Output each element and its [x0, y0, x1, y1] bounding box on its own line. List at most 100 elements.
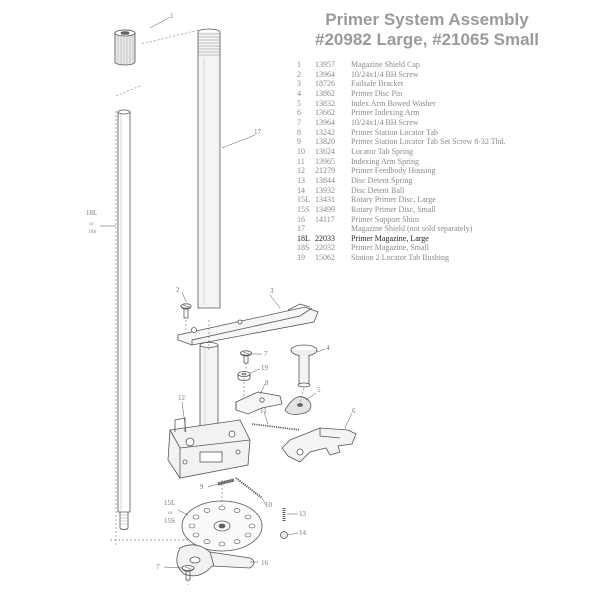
bh-screw-upper	[180, 303, 192, 319]
part-sku: 13964	[315, 69, 335, 79]
part-sku: 13242	[315, 127, 335, 137]
part-description: Primer Station Locator Tab	[351, 127, 439, 137]
callout-1: 1	[170, 12, 174, 20]
part-number-index: 7	[297, 117, 301, 127]
primer-indexing-arm	[281, 427, 357, 463]
part-sku: 13832	[315, 98, 335, 108]
locator-tab-spring	[235, 477, 263, 499]
part-number-index: 10	[297, 146, 305, 156]
primer-disc-hole	[192, 514, 200, 520]
failsafe-bracket	[177, 303, 319, 346]
part-number-index: 2	[297, 69, 301, 79]
part-sku: 13957	[315, 60, 335, 69]
callout-15-or: or	[168, 510, 173, 516]
part-number-index: 8	[297, 127, 301, 137]
primer-disc-pin	[290, 344, 318, 388]
part-sku: 13499	[315, 204, 335, 214]
parts-list-row: 17 Magazine Shield (not sold separately)	[297, 224, 506, 234]
primer-disc-hole	[233, 539, 241, 544]
primer-disc-hole	[192, 532, 200, 538]
part-number-index: 15L	[297, 195, 310, 205]
primer-disc-hole	[244, 532, 252, 538]
primer-disc-hole	[248, 523, 256, 529]
part-description: Locator Tab Spring	[351, 146, 413, 156]
callout-16: 16	[261, 559, 269, 567]
part-sku: 18726	[315, 79, 335, 89]
callout-7-lower: 7	[156, 563, 160, 571]
part-sku: 13624	[315, 146, 335, 156]
primer-disc-hole	[233, 508, 241, 513]
callout-2: 2	[176, 286, 180, 294]
index-arm-bowed-washer	[284, 396, 312, 415]
callout-12: 12	[178, 394, 186, 402]
primer-disc-hole	[244, 514, 252, 520]
part-sku: 13964	[315, 117, 335, 127]
locator-tab-bushing	[237, 371, 251, 381]
part-sku: 22032	[315, 243, 335, 253]
part-number-index: 12	[297, 166, 305, 176]
primer-magazine-tube	[117, 109, 131, 530]
part-description: Primer Magazine, Large	[351, 233, 429, 243]
callout-6: 6	[352, 407, 356, 415]
parts-list-row: 8 13242 Primer Station Locator Tab	[297, 128, 506, 138]
title-line-2: #20982 Large, #21065 Small	[315, 30, 539, 49]
primer-disc-hole	[218, 541, 226, 547]
part-description: Disc Detent Ball	[351, 185, 405, 195]
part-description: Primer Magazine, Small	[351, 243, 429, 253]
indexing-arm-spring	[251, 423, 301, 431]
locator-tab-set-screw	[217, 478, 235, 486]
bh-screw-mid	[240, 350, 252, 364]
callout-8: 8	[265, 379, 269, 387]
part-number-index: 17	[297, 224, 305, 234]
callout-9: 9	[200, 483, 204, 491]
magazine-shield	[197, 28, 221, 309]
callout-18s: 18S	[88, 229, 97, 235]
part-sku: 13844	[315, 175, 335, 185]
callout-14: 14	[299, 529, 307, 537]
callout-19: 19	[261, 364, 269, 372]
part-description: Primer Feedbody Housing	[351, 166, 436, 176]
callout-15s: 15S	[164, 517, 175, 525]
callout-13: 13	[299, 510, 307, 518]
part-sku: 22033	[315, 233, 335, 243]
callout-4: 4	[326, 344, 330, 352]
part-sku: 13932	[315, 185, 335, 195]
part-number-index: 16	[297, 214, 305, 224]
part-description: Magazine Shield Cap	[351, 60, 420, 69]
part-description: Magazine Shield (not sold separately)	[351, 224, 473, 234]
callout-7-upper: 7	[264, 350, 268, 358]
part-number-index: 18S	[297, 243, 310, 253]
part-number-index: 3	[297, 79, 301, 89]
primer-disc-hole	[203, 539, 211, 544]
part-number-index: 6	[297, 108, 301, 118]
primer-disc-hole	[203, 508, 211, 513]
callout-17: 17	[254, 128, 262, 136]
primer-disc-hole	[188, 523, 196, 529]
part-number-index: 19	[297, 253, 305, 263]
part-sku: 13965	[315, 156, 335, 166]
disc-detent-ball	[280, 531, 288, 539]
part-sku: 13431	[315, 195, 335, 205]
magazine-shield-cap	[114, 29, 136, 66]
part-description: Primer Disc Pin	[351, 88, 403, 98]
part-description: Station 2 Locator Tab Bushing	[351, 253, 449, 263]
part-description: Primer Indexing Arm	[351, 108, 420, 118]
part-number-index: 9	[297, 137, 301, 147]
diagram-title: Primer System Assembly #20982 Large, #21…	[262, 10, 592, 50]
part-number-index: 13	[297, 175, 305, 185]
